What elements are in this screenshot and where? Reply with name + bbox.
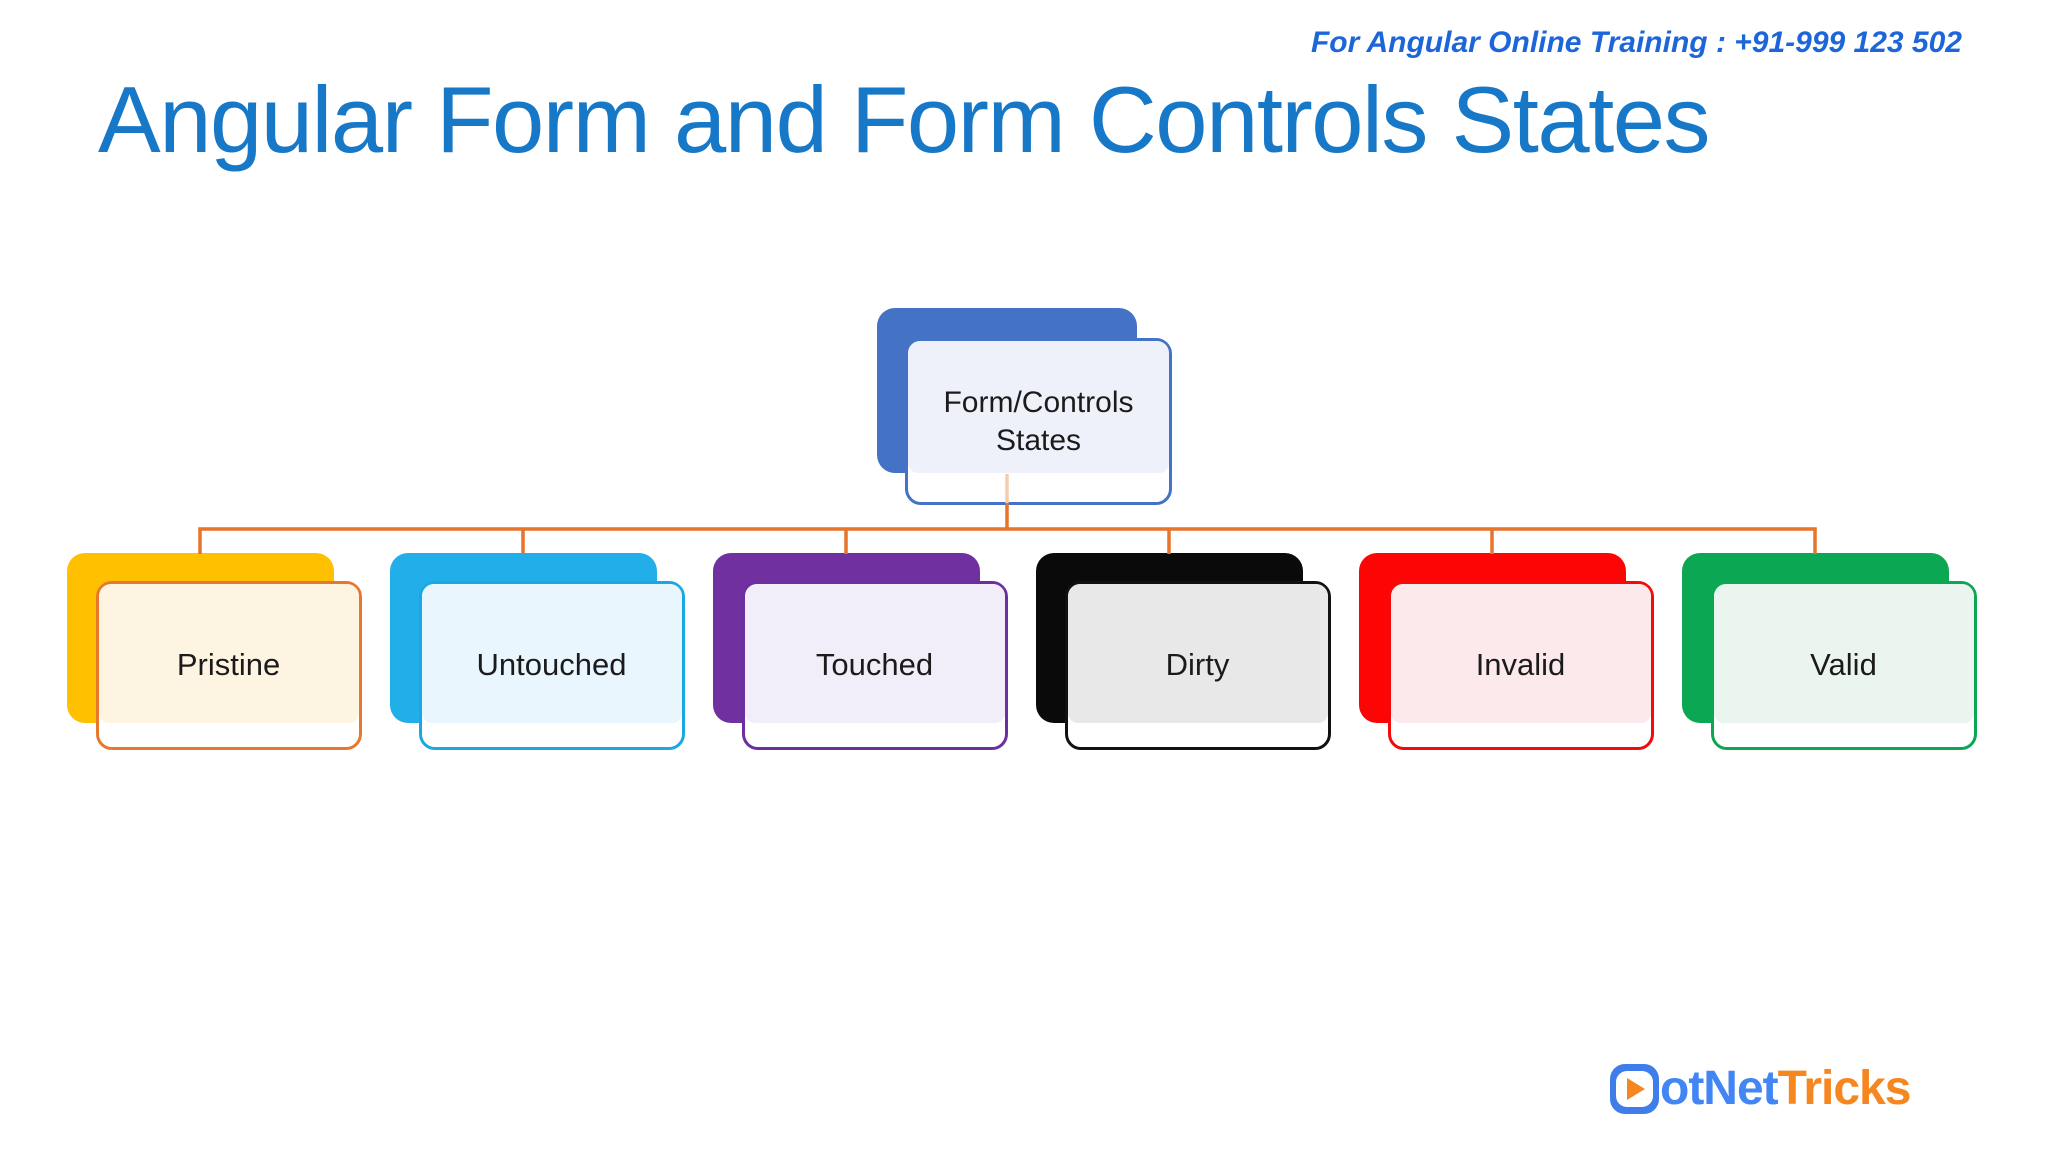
node-valid: Valid — [1681, 553, 1982, 783]
node-pristine: Pristine — [66, 553, 367, 783]
node-tint-panel — [744, 584, 1005, 723]
node-label: Form/Controls States — [943, 386, 1134, 457]
node-front-panel: Pristine — [95, 581, 362, 750]
dotnettricks-logo-text: otNetTricks — [1660, 1062, 1912, 1115]
node-touched: Touched — [712, 553, 1013, 783]
node-tint-panel — [98, 584, 359, 723]
node-label: Pristine — [176, 647, 281, 683]
logo-text-tricks: Tricks — [1777, 1062, 1912, 1115]
node-dirty: Dirty — [1035, 553, 1336, 783]
node-front-panel: Invalid — [1387, 581, 1654, 750]
node-label: Untouched — [476, 647, 627, 683]
node-front-panel: Valid — [1710, 581, 1977, 750]
node-front-panel: Touched — [741, 581, 1008, 750]
node-untouched: Untouched — [389, 553, 690, 783]
dotnettricks-play-icon — [1610, 1064, 1659, 1114]
node-label: Valid — [1810, 647, 1877, 683]
node-invalid: Invalid — [1358, 553, 1659, 783]
node-front-panel: Dirty — [1064, 581, 1331, 750]
node-tint-panel — [1713, 584, 1974, 723]
node-form-controls-states: Form/Controls States — [877, 308, 1177, 538]
node-front-panel: Untouched — [418, 581, 685, 750]
logo-text-dotnet: otNet — [1660, 1062, 1779, 1115]
node-label: Touched — [815, 647, 934, 683]
page-title: Angular Form and Form Controls States — [98, 67, 1711, 172]
training-contact-note: For Angular Online Training : +91-999 12… — [1310, 26, 1962, 59]
node-front-panel: Form/Controls States — [905, 338, 1172, 505]
node-label: Dirty — [1165, 647, 1230, 683]
node-tint-panel — [421, 584, 682, 723]
node-tint-panel — [1067, 584, 1328, 723]
node-tint-panel — [908, 341, 1169, 473]
node-label: Invalid — [1475, 647, 1566, 683]
dotnettricks-logo: otNetTricks — [1610, 1062, 1912, 1115]
node-tint-panel — [1390, 584, 1651, 723]
